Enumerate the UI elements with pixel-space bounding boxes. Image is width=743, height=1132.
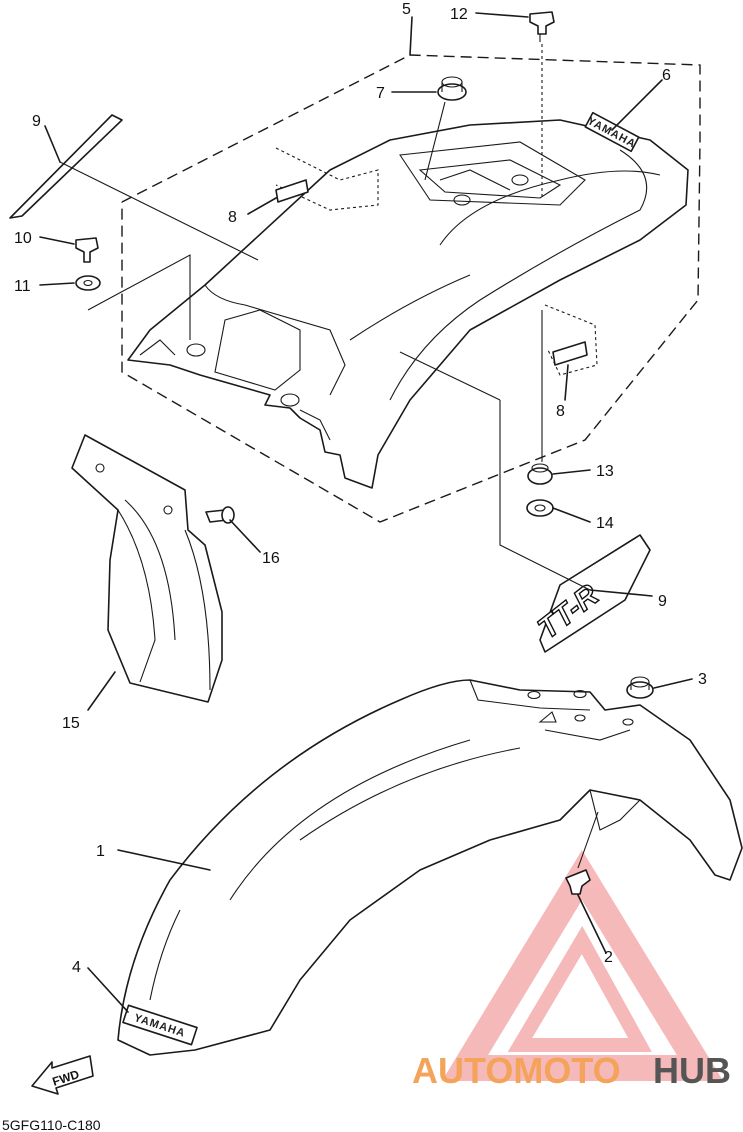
callout-6: 6 — [662, 67, 671, 84]
grommet-13 — [527, 463, 553, 485]
bolt-10 — [75, 237, 99, 263]
callout-9-upper: 9 — [32, 113, 41, 130]
callout-12: 12 — [450, 6, 468, 23]
callout-9-lower: 9 — [658, 593, 667, 610]
callout-4: 4 — [72, 959, 81, 976]
watermark-text: AUTOMOTO HUB — [412, 1050, 731, 1091]
washer-11 — [75, 275, 101, 291]
rear-fender-assembly — [127, 119, 689, 489]
callout-2: 2 — [604, 949, 613, 966]
mudflap-15 — [71, 434, 223, 703]
screw-16 — [205, 506, 235, 524]
callout-13: 13 — [596, 463, 614, 480]
pad-outline-lower — [544, 304, 598, 376]
assembly-outline — [121, 54, 701, 523]
callout-8-lower: 8 — [556, 403, 565, 420]
bolt-12 — [529, 11, 555, 42]
callout-7: 7 — [376, 85, 385, 102]
pad-outline-upper — [275, 147, 379, 211]
callout-8-upper: 8 — [228, 209, 237, 226]
callouts: 5 12 6 7 9 8 10 11 8 13 14 16 9 3 15 1 2… — [14, 1, 707, 976]
callout-10: 10 — [14, 230, 32, 247]
callout-16: 16 — [262, 550, 280, 567]
callout-5: 5 — [402, 1, 411, 18]
watermark-text-part1: AUTOMOTO — [412, 1050, 621, 1091]
callout-11: 11 — [14, 278, 31, 295]
callout-1: 1 — [96, 843, 105, 860]
bolt-2 — [565, 811, 599, 895]
watermark-logo — [441, 850, 724, 1081]
fwd-arrow: FWD — [31, 1055, 94, 1095]
callout-14: 14 — [596, 515, 614, 532]
decal-strip — [9, 114, 123, 219]
leader-lines — [39, 12, 693, 1013]
callout-3: 3 — [698, 671, 707, 688]
grommet-7 — [424, 76, 467, 181]
washer-14 — [526, 499, 554, 517]
callout-15: 15 — [62, 715, 80, 732]
ttr-decal: TT-R — [531, 534, 651, 653]
diagram-code: 5GFG110-C180 — [2, 1117, 101, 1132]
watermark-text-part2: HUB — [653, 1050, 731, 1091]
grommet-3 — [626, 676, 654, 699]
front-fender-1 — [117, 679, 743, 1056]
